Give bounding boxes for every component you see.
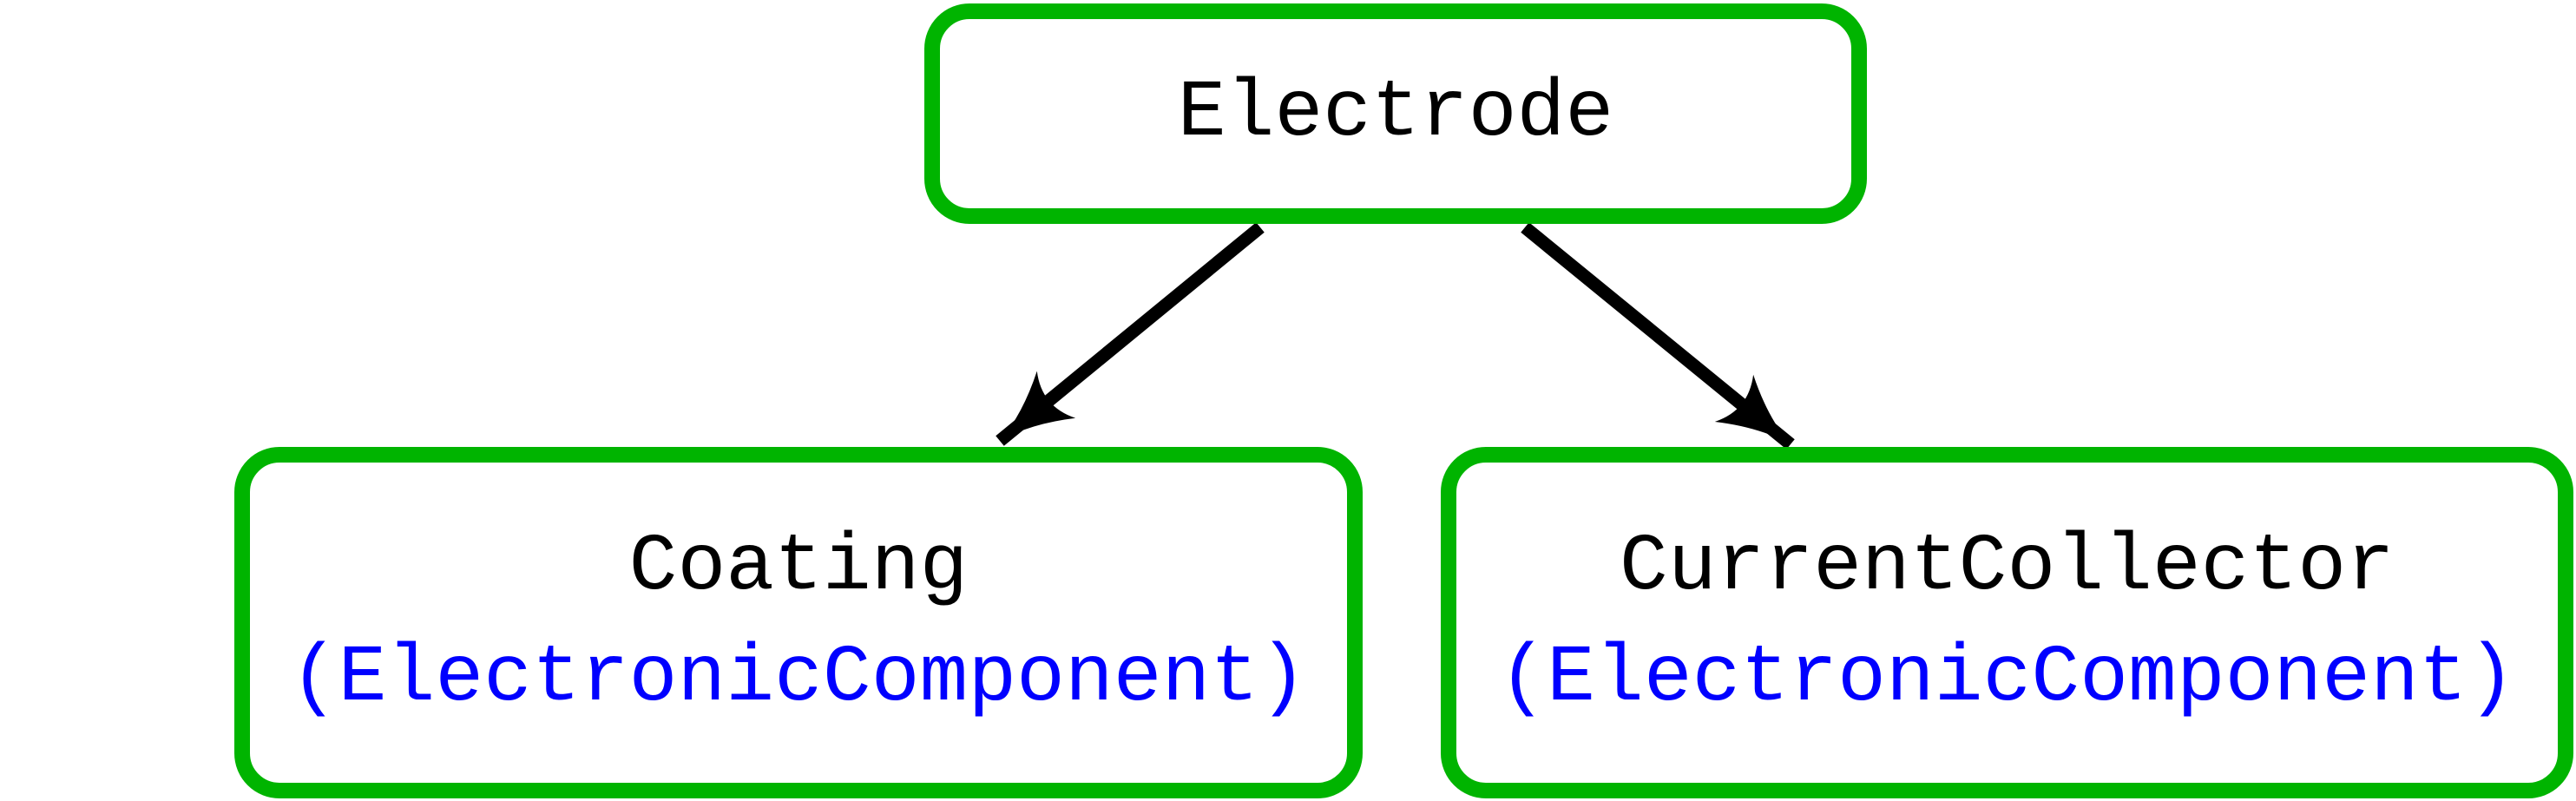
edge-electrode-to-currentcollector [1521,222,1795,450]
node-electrode: Electrode [924,3,1867,224]
node-coating-annotation: (ElectronicComponent) [290,632,1307,724]
node-electrode-label: Electrode [1177,68,1614,160]
node-currentcollector-label: CurrentCollector [1620,521,2395,613]
node-coating: Coating (ElectronicComponent) [234,447,1363,798]
node-currentcollector-annotation: (ElectronicComponent) [1498,632,2516,724]
node-currentcollector: CurrentCollector (ElectronicComponent) [1441,447,2573,798]
edge-electrode-to-coating [996,222,1265,446]
node-coating-label: Coating [628,521,969,613]
